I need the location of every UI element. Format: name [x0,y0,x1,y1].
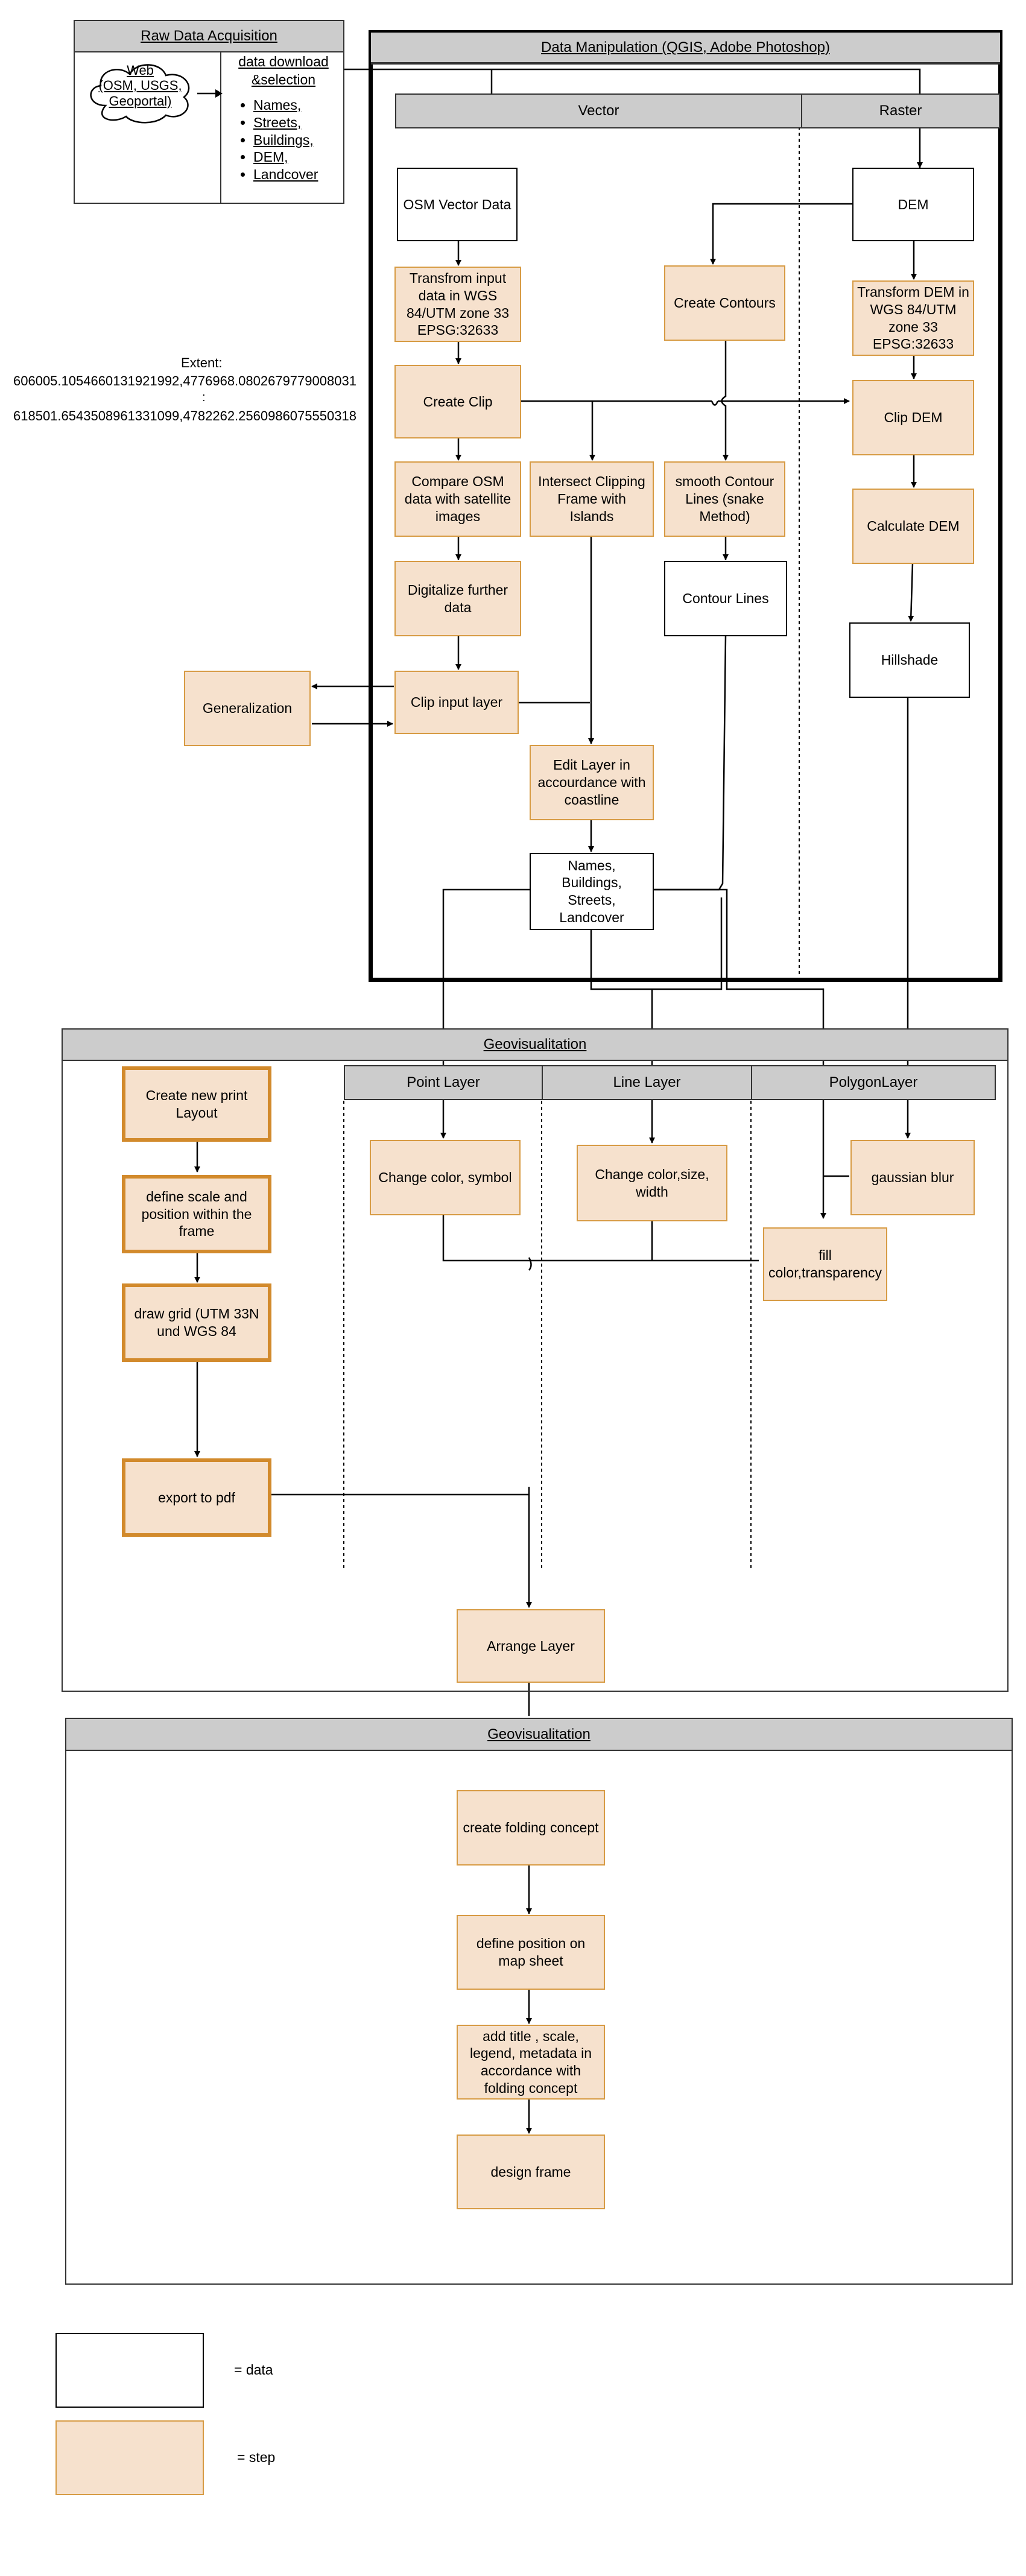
extent-label: Extent: [181,355,223,370]
lane-point: Point Layer [344,1065,543,1100]
download-item-buildings: Buildings, [253,131,318,149]
lane-line: Line Layer [542,1065,752,1100]
download-label: data download &selection [238,54,329,87]
fill-step: fill color,transparency [763,1227,887,1301]
clip-dem-step: Clip DEM [852,380,974,455]
manip-title: Data Manipulation (QGIS, Adobe Photoshop… [541,39,830,55]
gaussian-blur-step: gaussian blur [850,1140,975,1215]
calculate-dem-step: Calculate DEM [852,489,974,564]
download-items: Names, Streets, Buildings, DEM, Landcove… [235,97,318,183]
line-style-step: Change color,size, width [577,1145,727,1221]
arrange-layer-step: Arrange Layer [457,1609,605,1683]
clip-input-step: Clip input layer [394,671,519,734]
contour-lines-data: Contour Lines [664,561,787,636]
download-item-streets: Streets, [253,114,318,131]
manip-frame [369,30,1002,982]
intersect-step: Intersect Clipping Frame with Islands [530,461,654,537]
define-position-step: define position on map sheet [457,1915,605,1990]
generalization-step: Generalization [184,671,311,746]
lane-polygon: PolygonLayer [751,1065,996,1100]
transform-input-step: Transfrom input data in WGS 84/UTM zone … [394,267,521,342]
legend-data-swatch [55,2333,204,2408]
define-scale-step: define scale and position within the fra… [122,1175,271,1253]
edit-layer-step: Edit Layer in accourdance with coastline [530,745,654,820]
download-item-names: Names, [253,97,318,114]
download-item-dem: DEM, [253,148,318,166]
extent-separator: : [202,391,206,404]
raw-data-header: Raw Data Acquisition [74,20,344,52]
lane-raster: Raster [801,93,1000,128]
create-contours-step: Create Contours [664,265,785,341]
hillshade-data: Hillshade [849,622,970,698]
dem-data: DEM [852,168,974,241]
web-cloud-icon [90,64,190,124]
cloud-arrow [197,89,223,98]
geovis2-title: Geovisualitation [487,1726,591,1742]
smooth-contours-step: smooth Contour Lines (snake Method) [664,461,785,537]
export-pdf-step: export to pdf [122,1458,271,1537]
extent-line-1: 606005.1054660131921992,4776968.08026797… [13,373,356,388]
create-clip-step: Create Clip [394,365,521,438]
download-item-landcover: Landcover [253,166,318,183]
raw-divider [220,52,221,204]
geovis-title: Geovisualitation [483,1036,587,1052]
design-frame-step: design frame [457,2135,605,2209]
osm-vector-data: OSM Vector Data [397,168,518,241]
geovis-header: Geovisualitation [62,1028,1009,1061]
legend-step-swatch [55,2420,204,2495]
digitalize-step: Digitalize further data [394,561,521,636]
web-cloud-label: Web (OSM, USGS, Geoportal) [98,63,182,109]
geovis2-header: Geovisualitation [65,1718,1013,1751]
folding-concept-step: create folding concept [457,1790,605,1866]
transform-dem-step: Transform DEM in WGS 84/UTM zone 33 EPSG… [852,280,974,356]
extent-line-2: 618501.6543508961331099,4782262.25609860… [13,408,356,423]
legend-step-label: = step [237,2449,276,2465]
new-print-layout-step: Create new print Layout [122,1066,271,1142]
lane-vector: Vector [395,93,802,128]
compare-osm-step: Compare OSM data with satellite images [394,461,521,537]
raw-data-title: Raw Data Acquisition [141,28,277,44]
add-title-step: add title , scale, legend, metadata in a… [457,2025,605,2100]
legend-data-label: = data [234,2362,273,2378]
draw-grid-step: draw grid (UTM 33N und WGS 84 [122,1283,271,1362]
manip-header: Data Manipulation (QGIS, Adobe Photoshop… [371,33,1000,65]
point-style-step: Change color, symbol [370,1140,521,1215]
names-output-data: Names, Buildings, Streets, Landcover [530,853,654,930]
